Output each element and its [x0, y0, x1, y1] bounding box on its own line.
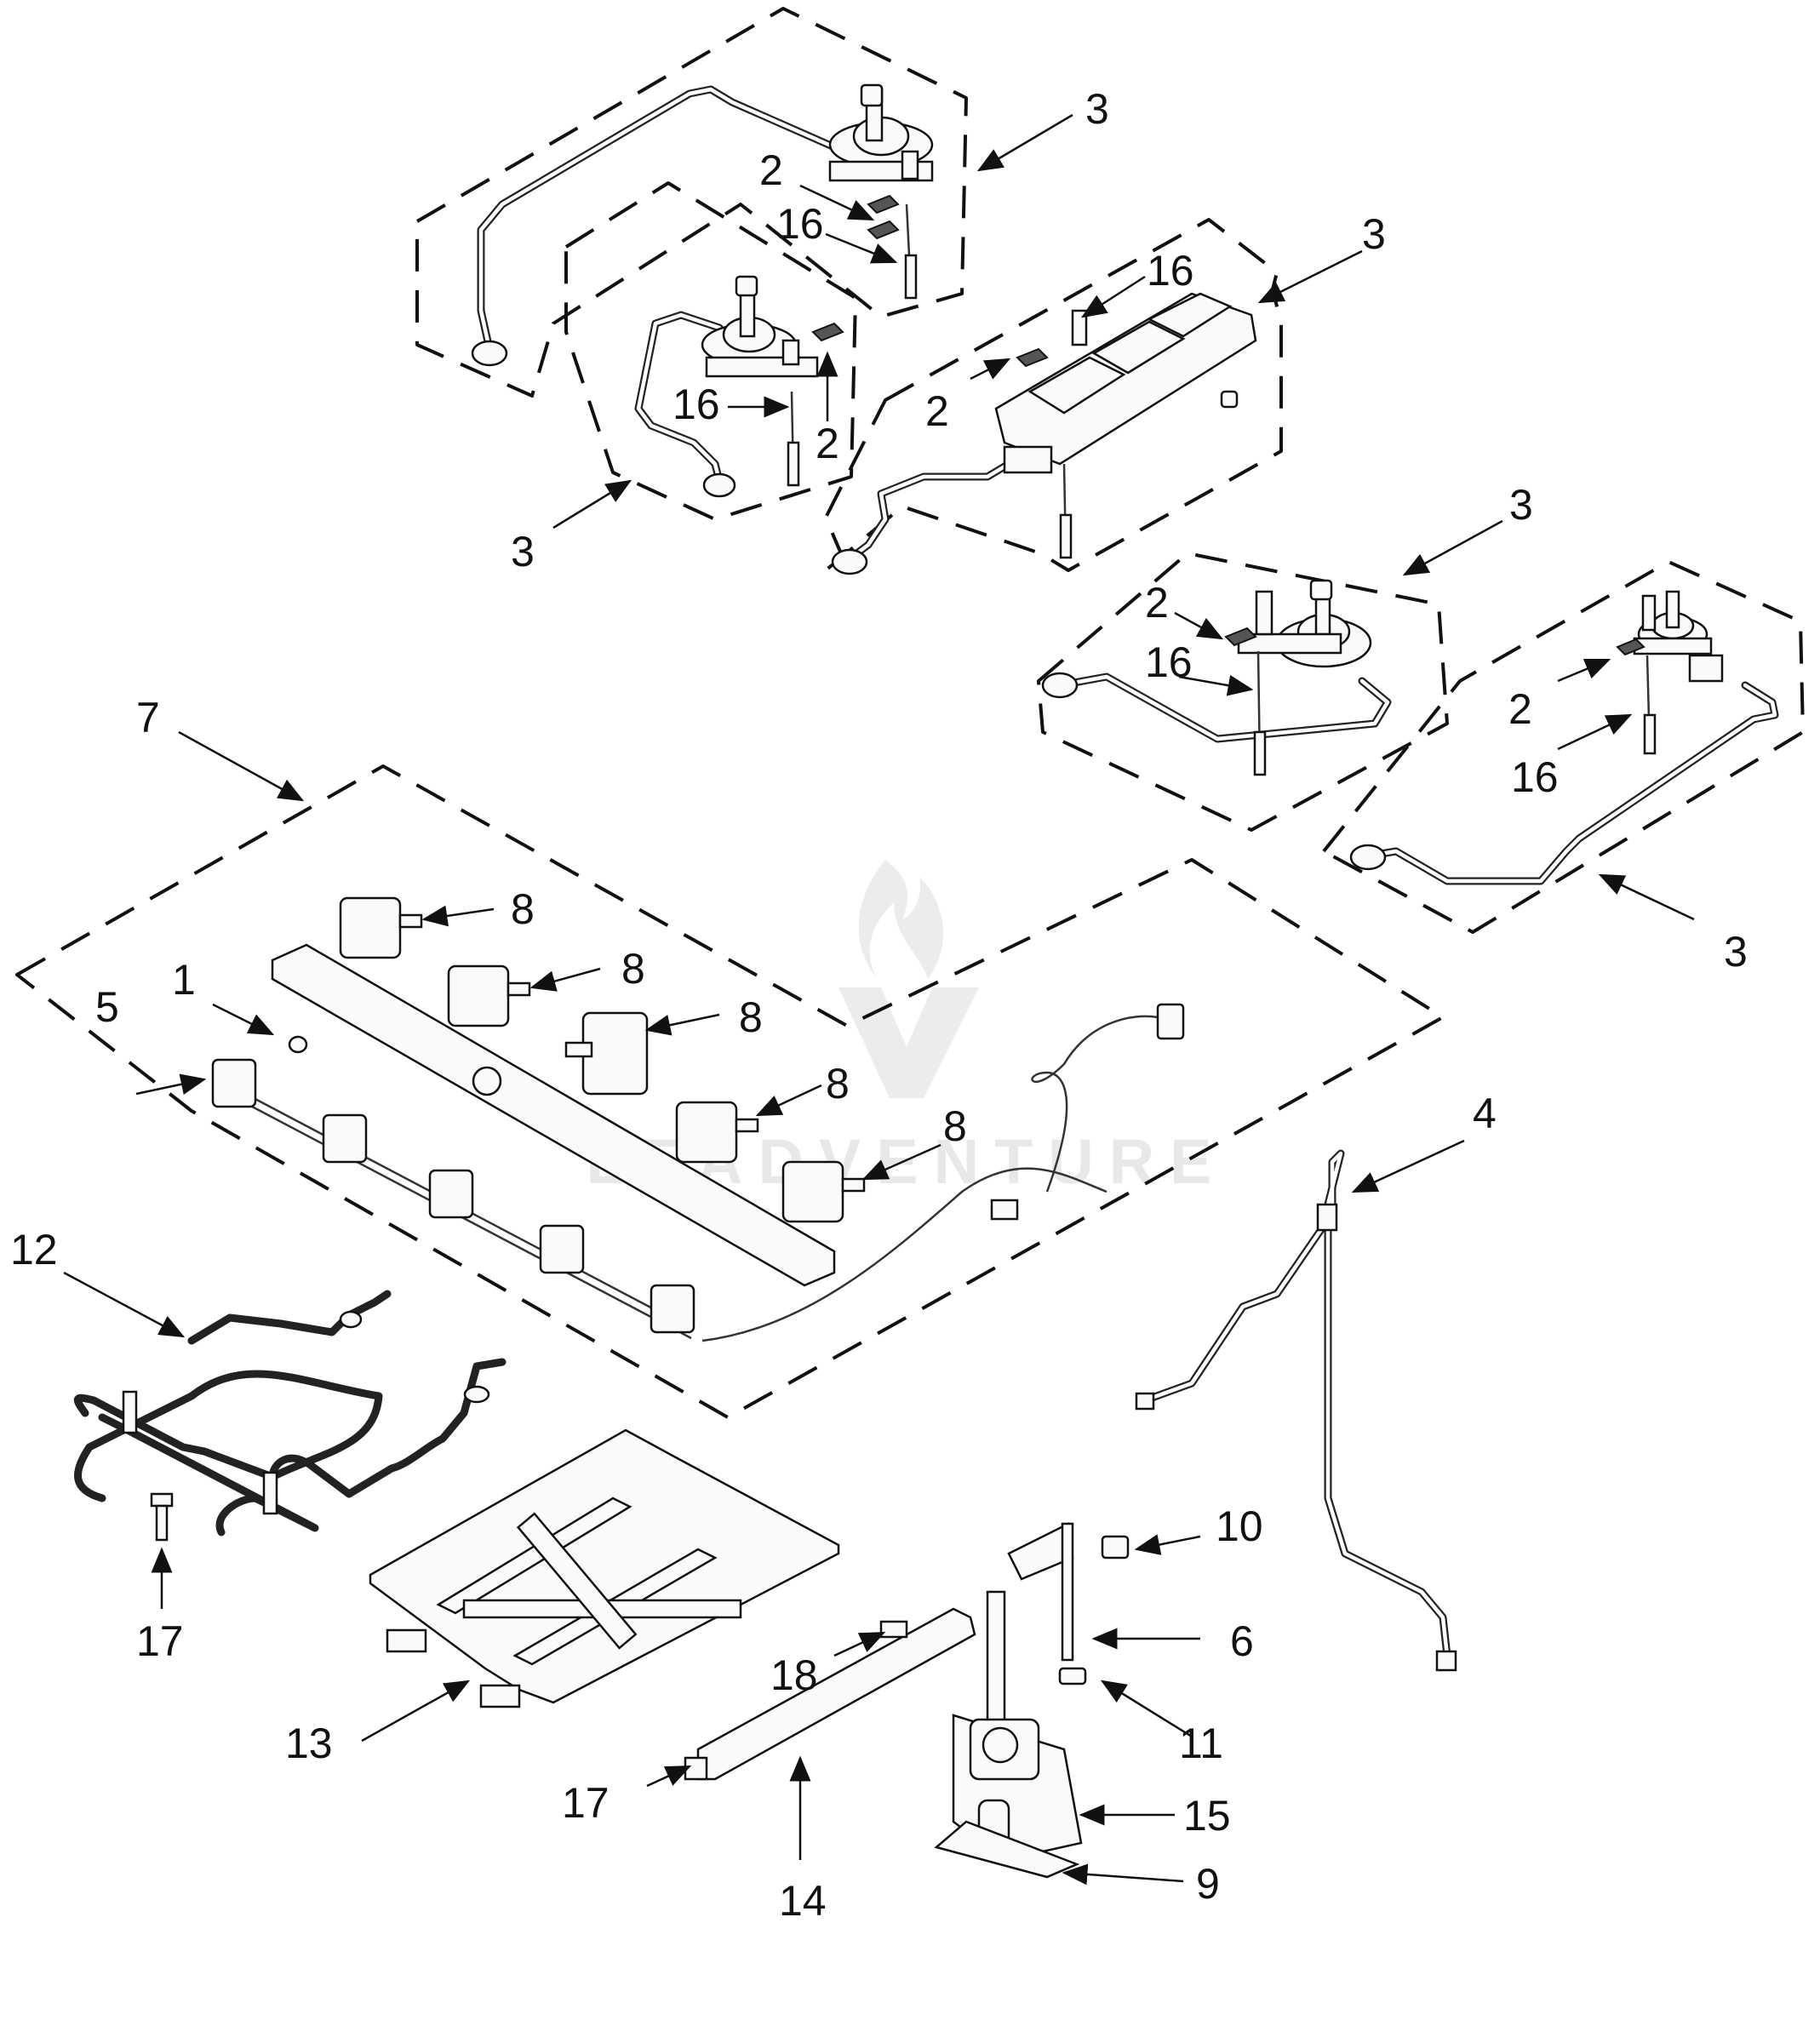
- callout-labels: 3 2 16 3 16 2 16 2 3 3 2 16 2 16 3 7 8 8…: [10, 85, 1748, 1925]
- burner-assembly-c: [831, 292, 1257, 575]
- callout-16: 16: [1147, 247, 1194, 295]
- callout-17: 17: [136, 1617, 184, 1665]
- callout-10: 10: [1216, 1502, 1263, 1550]
- callout-2: 2: [925, 387, 949, 435]
- callout-16: 16: [1145, 638, 1193, 686]
- callout-16: 16: [1511, 753, 1559, 801]
- outline-burner-a: [415, 7, 968, 398]
- leader-arrows: [63, 113, 1695, 1886]
- callout-5: 5: [95, 983, 119, 1031]
- outline-valve-manifold: [15, 764, 1445, 1419]
- callout-3: 3: [1724, 928, 1748, 976]
- callout-14: 14: [779, 1877, 827, 1925]
- callout-12: 12: [10, 1226, 58, 1273]
- broil-element: [73, 1290, 507, 1537]
- callout-2: 2: [1508, 685, 1532, 733]
- callout-18: 18: [770, 1651, 818, 1699]
- callout-8: 8: [511, 885, 535, 933]
- gas-valves: [339, 896, 866, 1223]
- callout-8: 8: [826, 1060, 850, 1107]
- callout-6: 6: [1230, 1617, 1254, 1665]
- callout-2: 2: [759, 146, 783, 194]
- callout-8: 8: [943, 1102, 967, 1150]
- callout-2: 2: [816, 420, 839, 467]
- outline-burner-d: [1037, 552, 1449, 832]
- gas-supply-tube: [1135, 1149, 1457, 1672]
- callout-3: 3: [1085, 85, 1109, 133]
- burner-baffle: [369, 1428, 840, 1708]
- callout-17: 17: [562, 1779, 610, 1827]
- callout-16: 16: [776, 200, 824, 248]
- callout-8: 8: [621, 945, 645, 993]
- callout-15: 15: [1183, 1792, 1231, 1840]
- bake-burner-assembly: [684, 1522, 1130, 1879]
- callout-3: 3: [1362, 210, 1386, 258]
- callout-8: 8: [739, 993, 763, 1041]
- burner-assembly-e: [1349, 590, 1779, 885]
- spark-modules: [211, 1058, 695, 1334]
- valve-manifold-assembly: [211, 896, 1185, 1342]
- outline-burner-e: [1322, 560, 1805, 934]
- outline-burner-b: [564, 181, 857, 521]
- callout-9: 9: [1196, 1860, 1220, 1908]
- callout-7: 7: [136, 694, 160, 741]
- callout-3: 3: [511, 528, 535, 575]
- flame-watermark-icon: [858, 860, 944, 979]
- burner-assembly-b: [634, 275, 844, 498]
- callout-2: 2: [1145, 579, 1169, 627]
- v-watermark-icon: [838, 987, 979, 1098]
- burner-assembly-d: [1041, 579, 1392, 776]
- callout-13: 13: [285, 1720, 333, 1767]
- screw-left: [150, 1492, 174, 1542]
- callout-4: 4: [1473, 1090, 1497, 1137]
- group-outlines: [15, 7, 1805, 1419]
- callout-3: 3: [1509, 481, 1533, 529]
- burner-assembly-a: [471, 83, 934, 367]
- callout-11: 11: [1179, 1720, 1223, 1767]
- callout-1: 1: [172, 956, 196, 1004]
- callout-16: 16: [672, 381, 720, 428]
